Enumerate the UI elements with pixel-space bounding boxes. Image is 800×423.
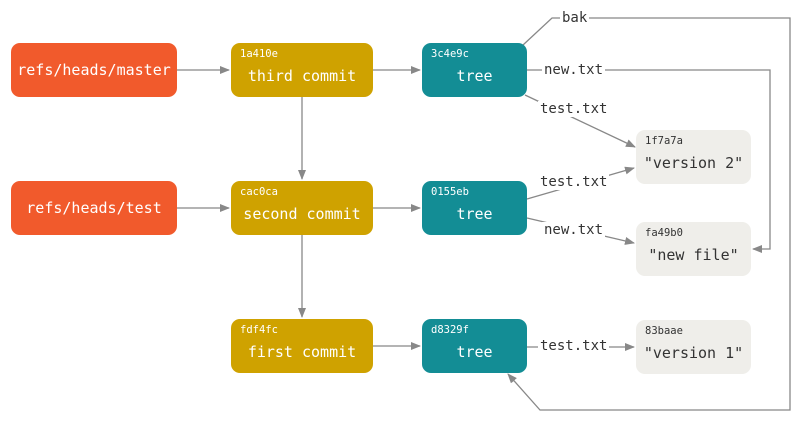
ref-test-label: refs/heads/test [26, 199, 162, 217]
commit-third-label: third commit [247, 67, 357, 85]
commit-first-label: first commit [247, 343, 357, 361]
tree-2: 0155eb tree [422, 181, 527, 235]
commit-first-sha: fdf4fc [240, 324, 278, 336]
blob-newfile: fa49b0 "new file" [636, 222, 751, 276]
commit-second-sha: cac0ca [240, 186, 278, 198]
blob-version2-sha: 1f7a7a [645, 135, 683, 147]
arrow-tree1-new [525, 69, 771, 253]
tree-3-sha: d8329f [431, 324, 469, 336]
edge-label-tree2-test: test.txt [538, 174, 610, 190]
commit-third: 1a410e third commit [231, 43, 373, 97]
blob-newfile-sha: fa49b0 [645, 227, 683, 239]
tree-3-label: tree [456, 343, 493, 361]
edge-label-tree2-new: new.txt [542, 222, 606, 238]
tree-1-sha: 3c4e9c [431, 48, 469, 60]
tree-2-sha: 0155eb [431, 186, 469, 198]
commit-second: cac0ca second commit [231, 181, 373, 235]
tree-1-label: tree [456, 67, 493, 85]
edge-label-tree3-test: test.txt [538, 338, 610, 354]
tree-1: 3c4e9c tree [422, 43, 527, 97]
tree-3: d8329f tree [422, 319, 527, 373]
blob-version1-label: "version 1" [643, 344, 744, 362]
arrow-bak [507, 17, 791, 411]
commit-second-label: second commit [243, 205, 361, 223]
blob-version1: 83baae "version 1" [636, 320, 751, 374]
blob-version2: 1f7a7a "version 2" [636, 130, 751, 184]
edge-label-tree1-new: new.txt [542, 62, 606, 78]
ref-master: refs/heads/master [11, 43, 177, 97]
tree-2-label: tree [456, 205, 493, 223]
ref-master-label: refs/heads/master [17, 61, 171, 79]
ref-test: refs/heads/test [11, 181, 177, 235]
edge-label-bak: bak [560, 10, 590, 26]
blob-version1-sha: 83baae [645, 325, 683, 337]
blob-version2-label: "version 2" [643, 154, 744, 172]
commit-third-sha: 1a410e [240, 48, 278, 60]
blob-newfile-label: "new file" [648, 246, 739, 264]
edge-label-tree1-test: test.txt [538, 101, 610, 117]
commit-first: fdf4fc first commit [231, 319, 373, 373]
